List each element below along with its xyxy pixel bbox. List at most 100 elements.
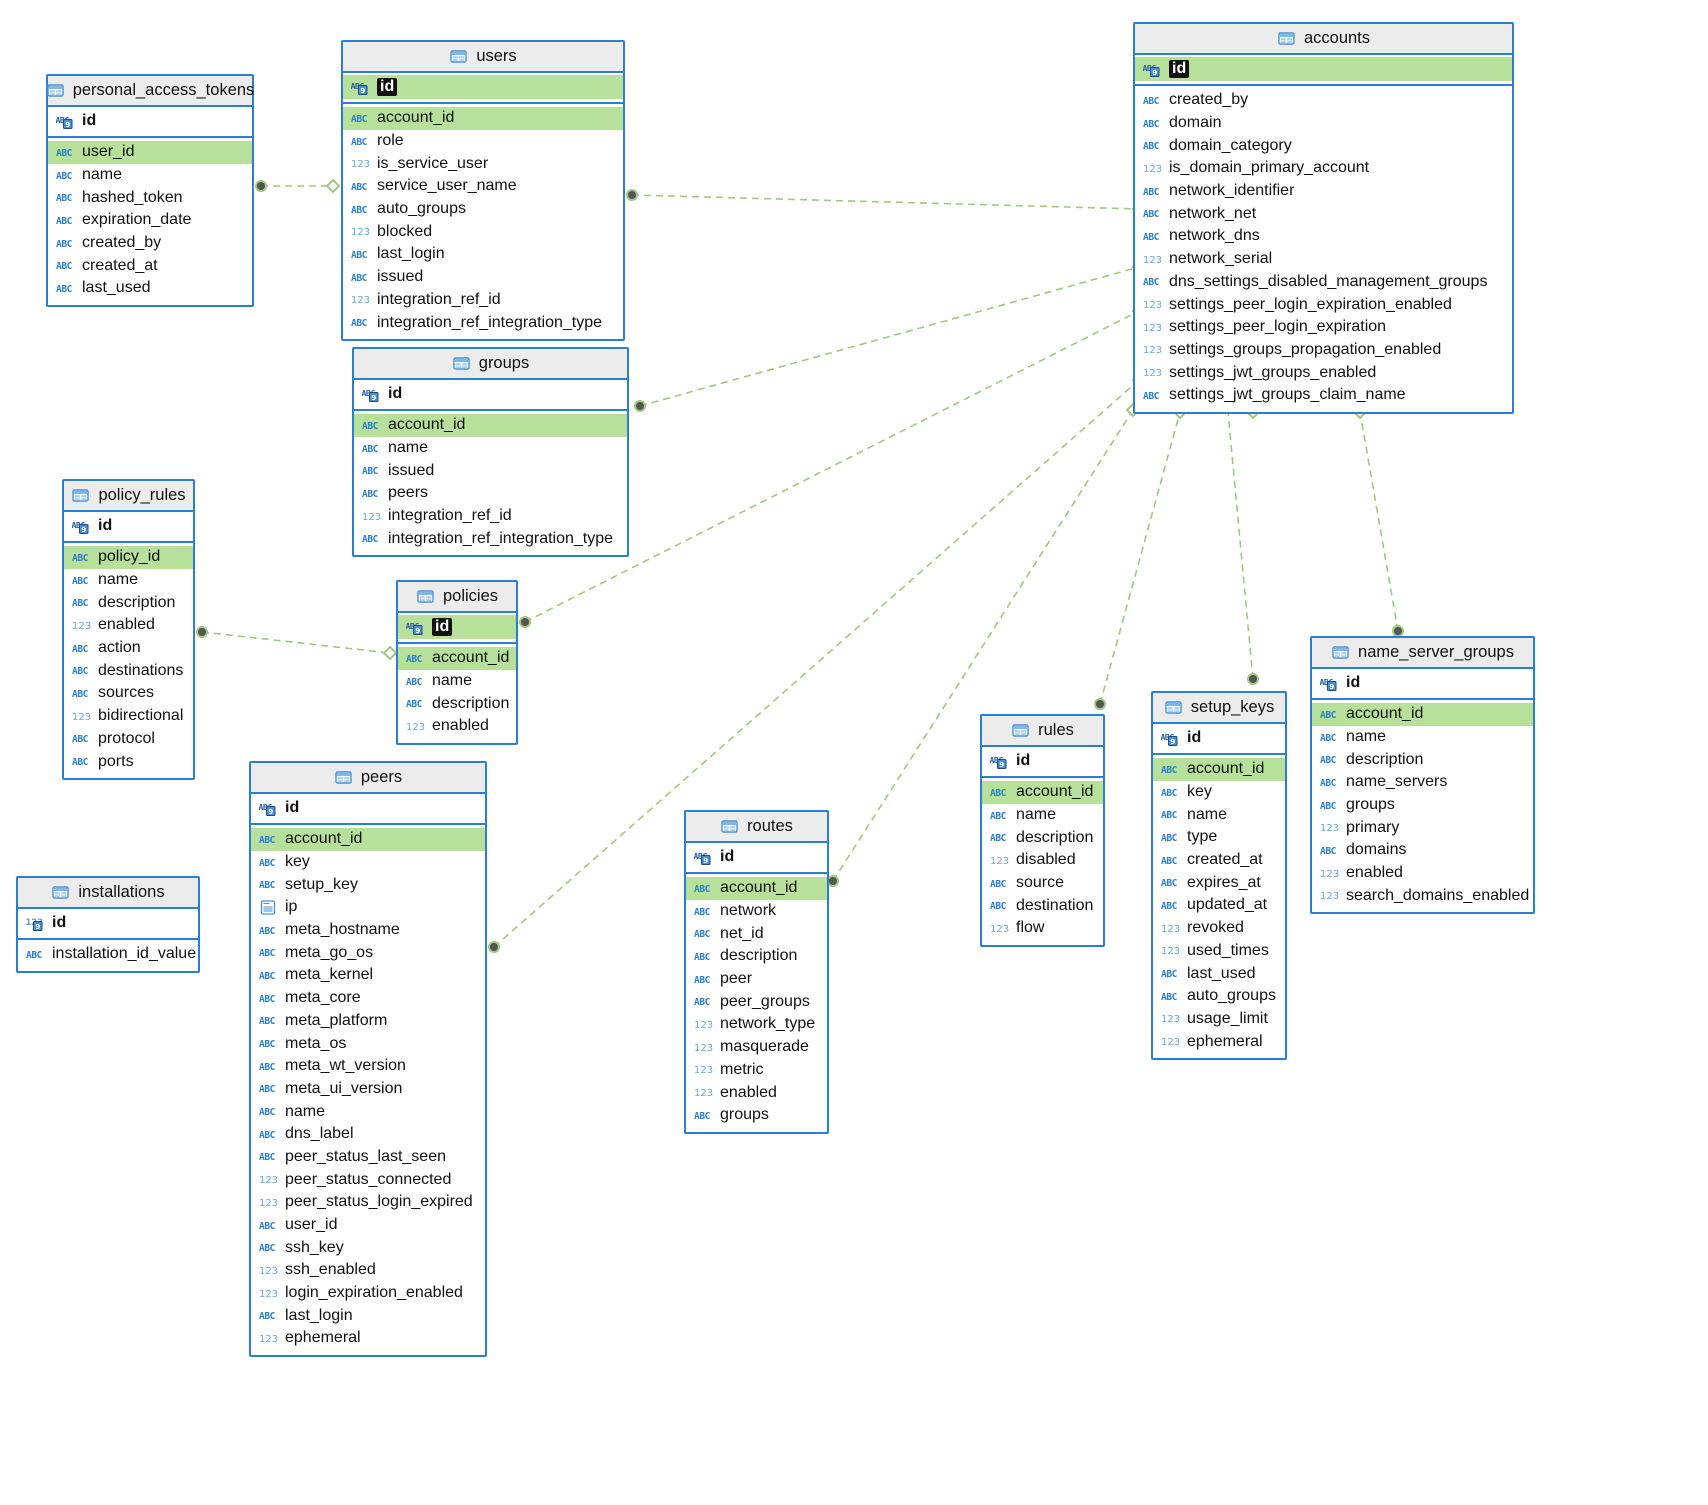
entity-header-routes[interactable]: routes xyxy=(686,812,827,843)
entity-header-peers[interactable]: peers xyxy=(251,763,485,794)
entity-header-setup_keys[interactable]: setup_keys xyxy=(1153,693,1285,724)
entity-header-policies[interactable]: policies xyxy=(398,582,516,613)
entity-header-personal_access_tokens[interactable]: personal_access_tokens xyxy=(46,76,254,107)
entity-header-rules[interactable]: rules xyxy=(982,716,1103,747)
primary-key-row[interactable]: 1239id xyxy=(18,911,198,935)
entity-header-name_server_groups[interactable]: name_server_groups xyxy=(1312,638,1533,669)
entity-installations[interactable]: installations1239idABCinstallation_id_va… xyxy=(16,876,200,973)
entity-header-groups[interactable]: groups xyxy=(354,349,627,380)
entity-header-policy_rules[interactable]: policy_rules xyxy=(64,481,193,512)
